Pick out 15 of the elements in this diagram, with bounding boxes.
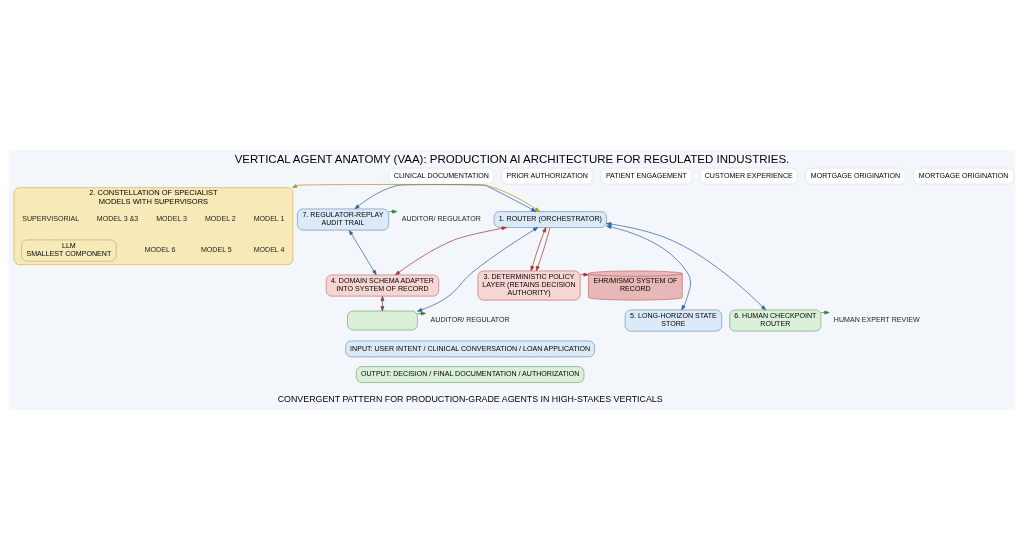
arrow	[606, 221, 766, 310]
arrow	[417, 226, 539, 312]
arrow	[580, 272, 589, 276]
arrow	[417, 311, 426, 315]
node-box	[347, 310, 418, 330]
arrow	[535, 226, 551, 271]
arrow	[606, 224, 691, 310]
arrow	[395, 225, 507, 275]
arrow	[820, 310, 830, 314]
arrow	[530, 226, 547, 271]
diagram-title: VERTICAL AGENT ANATOMY (VAA): PRODUCTION AI ARCHITECTURE FOR REGULATED INDUSTRIES.	[234, 152, 790, 165]
arrow	[380, 295, 385, 311]
label: CONVERGENT PATTERN FOR PRODUCTION-GRADE AGENTS IN HIGH-STAKES VERTICALS	[277, 393, 663, 404]
arrow	[348, 229, 377, 275]
arrow	[388, 209, 398, 213]
